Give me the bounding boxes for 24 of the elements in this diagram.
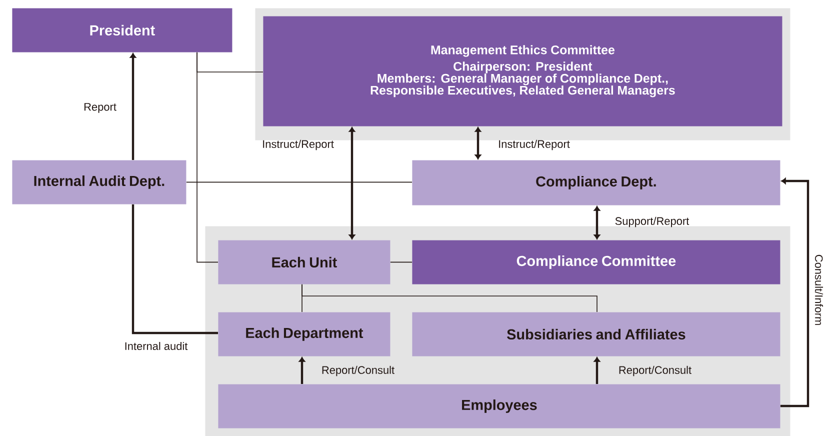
employees-box: Employees (218, 384, 780, 428)
committee-box: Management Ethics Committee Chairperson: President Members: General Manager of Compliance Dept., Responsible Executives, Related General Managers (263, 16, 782, 126)
title-box: President (12, 8, 232, 52)
arrow (298, 357, 306, 384)
arrow (474, 127, 482, 160)
arrow (780, 178, 810, 408)
department-box: Internal Audit Dept. (12, 160, 186, 204)
edge-label: Report/Consult (619, 366, 692, 376)
edge-label: Instruct/Report (263, 140, 334, 150)
department-box: Each Department (218, 312, 390, 356)
edge-label: Consult/Inform (814, 254, 824, 325)
unit-box: Each Unit (218, 240, 390, 284)
edge-label: Support/Report (615, 216, 690, 228)
committee-box: Compliance Committee (412, 240, 780, 284)
edge-label: Report/Consult (322, 366, 394, 376)
arrow (130, 53, 136, 160)
arrow (594, 357, 600, 384)
department-box: Compliance Dept. (412, 160, 780, 206)
company-box: Subsidiaries and Affiliates (412, 312, 780, 356)
edge-label: Internal audit (125, 342, 188, 350)
arrow (348, 127, 356, 240)
arrow (594, 206, 600, 240)
edge-label: Report (84, 103, 116, 113)
edge-label: Instruct/Report (499, 140, 570, 150)
